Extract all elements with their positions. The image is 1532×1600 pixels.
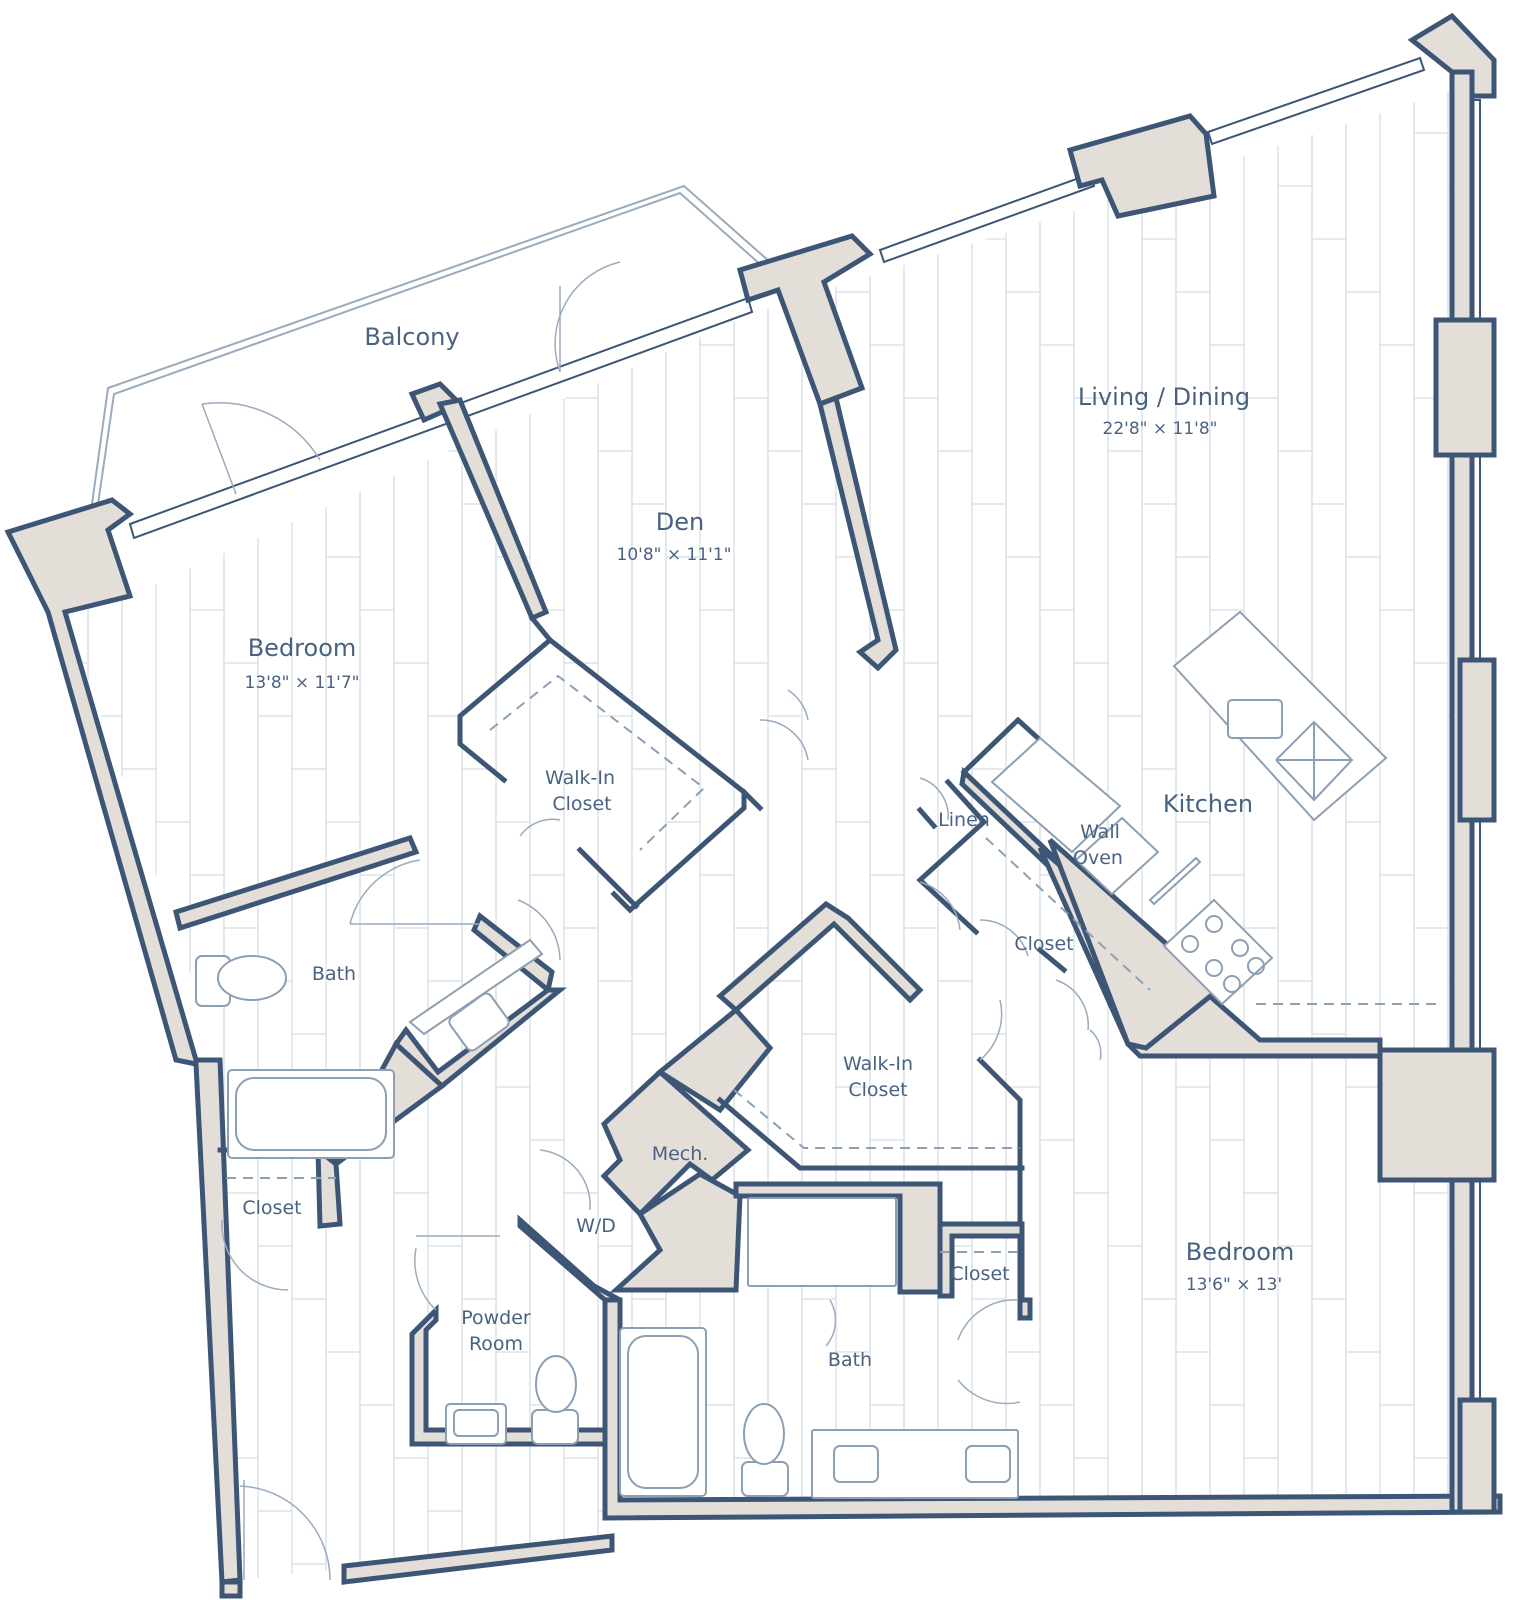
bedroom-left-label: Bedroom (248, 634, 357, 662)
bedroom-right-size: 13'6" × 13' (1186, 1275, 1282, 1295)
powder-room-line2: Room (469, 1333, 523, 1355)
living-dining-label: Living / Dining (1078, 383, 1250, 411)
wall-oven-line1: Wall (1080, 821, 1120, 843)
bath-fixtures (195, 938, 1019, 1499)
closet-right-label: Closet (950, 1263, 1009, 1285)
closet-shelves (226, 674, 1440, 1253)
powder-room-line1: Powder (461, 1307, 531, 1329)
wall-oven-line2: Oven (1073, 847, 1123, 869)
bedroom-right-label: Bedroom (1186, 1238, 1295, 1266)
bedroom-left-size: 13'8" × 11'7" (245, 673, 360, 693)
balcony-label: Balcony (364, 323, 459, 351)
living-dining-size: 22'8" × 11'8" (1103, 419, 1218, 439)
door-swings (201, 261, 1102, 1581)
kitchen-fixtures (990, 610, 1388, 1006)
closet-kitchen-label: Closet (1014, 933, 1073, 955)
interior-walls (173, 394, 1383, 1447)
balcony-railing (91, 184, 771, 505)
wd-label: W/D (576, 1215, 616, 1237)
kitchen-label: Kitchen (1163, 790, 1253, 818)
linen-label: Linen (938, 809, 990, 831)
bath-right-label: Bath (828, 1349, 872, 1371)
closet-left-label: Closet (242, 1197, 301, 1219)
exterior-walls (4, 12, 1503, 1599)
mech-label: Mech. (652, 1143, 709, 1165)
room-labels: Balcony Living / Dining 22'8" × 11'8" De… (242, 323, 1294, 1371)
cooktop-burners (1181, 915, 1265, 993)
den-label: Den (656, 508, 704, 536)
walk-in-closet-center-line1: Walk-In (843, 1053, 913, 1075)
wood-floor-pattern (65, 90, 1466, 1580)
den-size: 10'8" × 11'1" (617, 545, 732, 565)
walk-in-closet-center-line2: Closet (848, 1079, 907, 1101)
walk-in-closet-left-line1: Walk-In (545, 767, 615, 789)
walk-in-closet-left-line2: Closet (552, 793, 611, 815)
bath-left-label: Bath (312, 963, 356, 985)
